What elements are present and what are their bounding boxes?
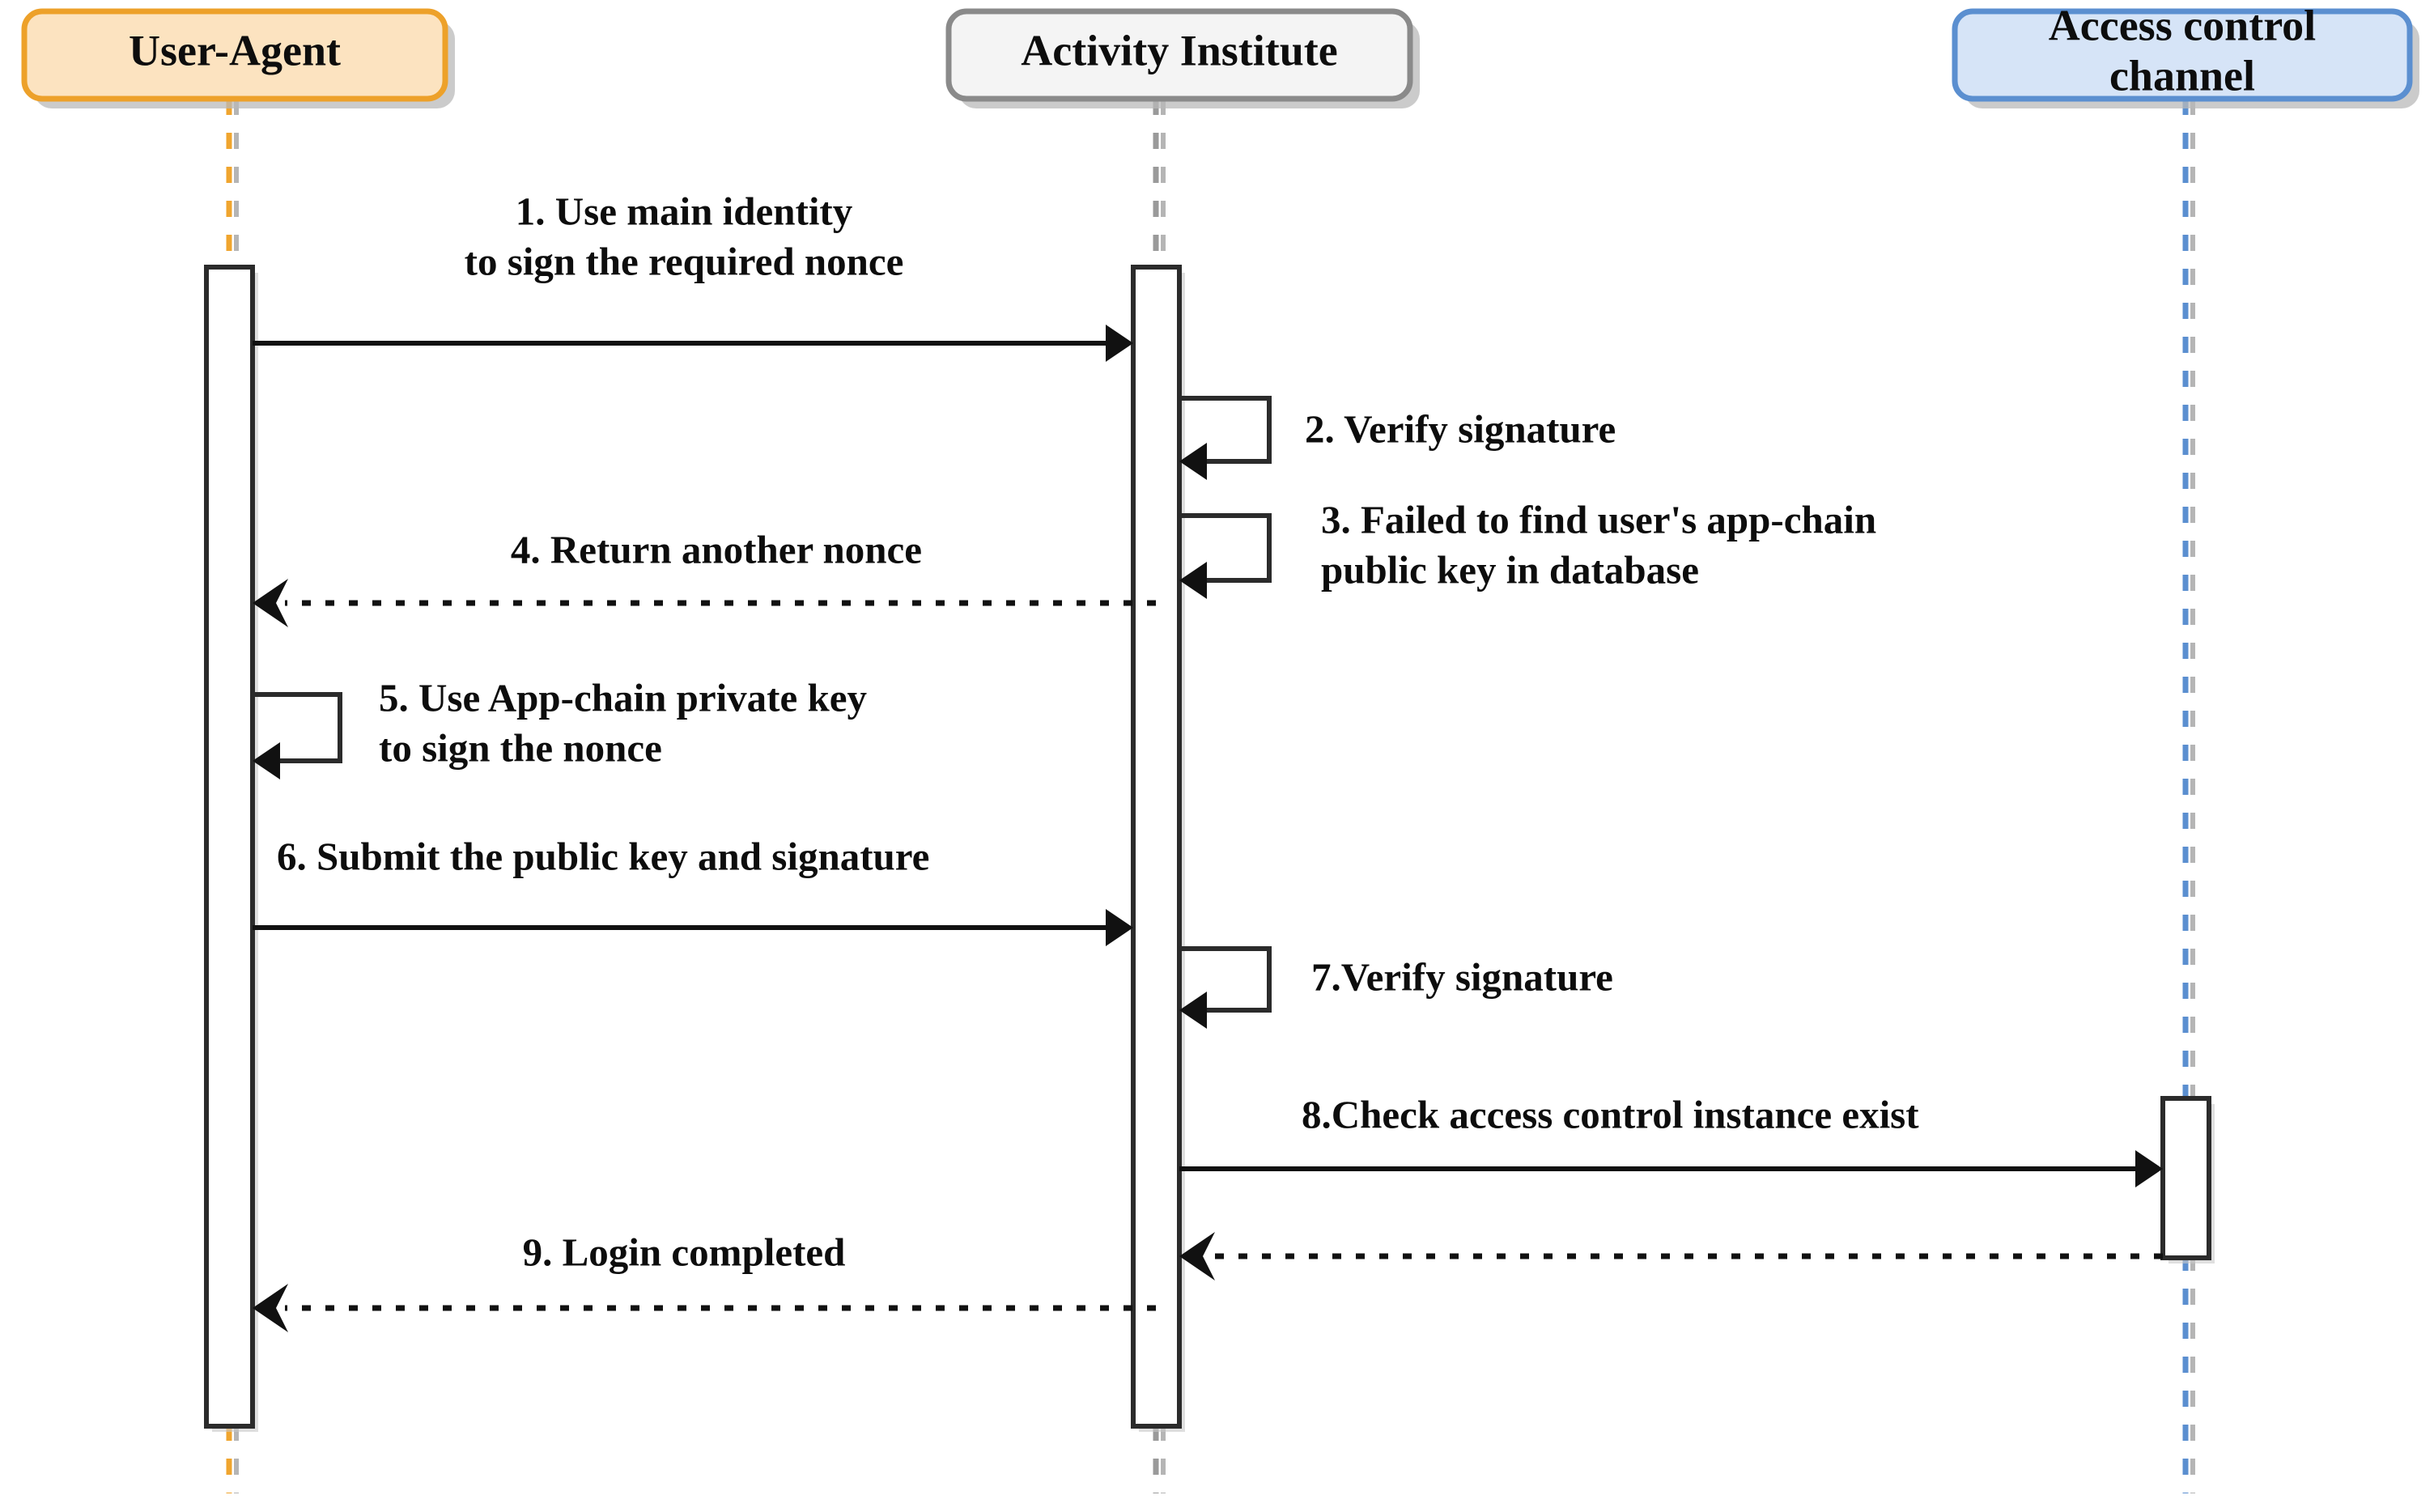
message-3: 3. Failed to find user's app-chain public… bbox=[1179, 497, 1876, 599]
activation-rect bbox=[204, 265, 255, 1429]
message-label-line: 8.Check access control instance exist bbox=[1302, 1092, 1919, 1136]
message-6: 6. Submit the public key and signature bbox=[253, 834, 1133, 946]
arrowhead-filled bbox=[1106, 909, 1133, 946]
header-box[interactable] bbox=[1952, 8, 2413, 102]
activations-layer bbox=[204, 265, 2215, 1432]
activation-rect bbox=[2160, 1096, 2211, 1260]
lifeline-title: Access control bbox=[2049, 1, 2316, 49]
lifeline-title: User-Agent bbox=[129, 26, 341, 74]
messages-layer: 1. Use main identity to sign the required… bbox=[253, 189, 2163, 1332]
header-box[interactable] bbox=[21, 8, 448, 102]
arrowhead-filled bbox=[1179, 443, 1207, 480]
activation-bar-user-agent bbox=[204, 265, 258, 1432]
self-loop-path bbox=[253, 692, 342, 763]
message-5: 5. Use App-chain private key to sign the … bbox=[253, 675, 868, 779]
arrowhead-filled bbox=[1179, 992, 1207, 1029]
lifeline-access-control-channel bbox=[2182, 99, 2195, 1493]
arrowhead-filled bbox=[1106, 325, 1133, 362]
header-box[interactable] bbox=[945, 8, 1413, 102]
message-label-line: 1. Use main identity bbox=[516, 189, 853, 233]
arrowhead-open bbox=[1179, 1232, 1215, 1281]
message-7: 7.Verify signature bbox=[1179, 946, 1613, 1029]
message-1: 1. Use main identity to sign the required… bbox=[253, 189, 1133, 362]
self-loop-path bbox=[1179, 513, 1272, 583]
message-9 bbox=[1179, 1232, 2163, 1281]
lifeline-header-user-agent[interactable]: User-Agent bbox=[21, 8, 455, 108]
message-label-line: to sign the required nonce bbox=[465, 239, 904, 283]
activation-rect bbox=[1131, 265, 1182, 1429]
message-label-line: 3. Failed to find user's app-chain bbox=[1321, 497, 1876, 542]
message-label-line: to sign the nonce bbox=[379, 725, 662, 770]
activation-bar-access-control-channel bbox=[2160, 1096, 2215, 1264]
lifeline-title: channel bbox=[2109, 51, 2255, 100]
message-4: 4. Return another nonce bbox=[253, 527, 1156, 627]
arrowhead-filled bbox=[253, 742, 280, 779]
lifeline-title: Activity Institute bbox=[1021, 26, 1337, 74]
message-2: 2. Verify signature bbox=[1179, 396, 1616, 480]
self-loop-path bbox=[1179, 396, 1272, 464]
message-label-line: 2. Verify signature bbox=[1305, 406, 1616, 451]
message-8: 8.Check access control instance exist bbox=[1179, 1092, 2163, 1187]
message-label-line: 9. Login completed bbox=[523, 1230, 846, 1274]
message-label-line: 4. Return another nonce bbox=[511, 527, 922, 571]
arrowhead-filled bbox=[2135, 1150, 2163, 1187]
message-label-line: 6. Submit the public key and signature bbox=[277, 834, 929, 878]
lifelines-layer bbox=[226, 99, 2195, 1493]
message-label-line: 7.Verify signature bbox=[1311, 954, 1613, 999]
activation-bar-activity-institute bbox=[1131, 265, 1185, 1432]
arrowhead-filled bbox=[1179, 562, 1207, 599]
lifeline-headers-layer: User-Agent Activity Institute Access contr… bbox=[21, 1, 2419, 108]
message-label-line: 5. Use App-chain private key bbox=[379, 675, 868, 720]
message-label-line: public key in database bbox=[1321, 547, 1699, 592]
arrowhead-open bbox=[253, 579, 288, 627]
message-9b: 9. Login completed bbox=[253, 1230, 1156, 1332]
lifeline-header-activity-institute[interactable]: Activity Institute bbox=[945, 8, 1420, 108]
arrowhead-open bbox=[253, 1284, 288, 1332]
self-loop-path bbox=[1179, 946, 1272, 1013]
